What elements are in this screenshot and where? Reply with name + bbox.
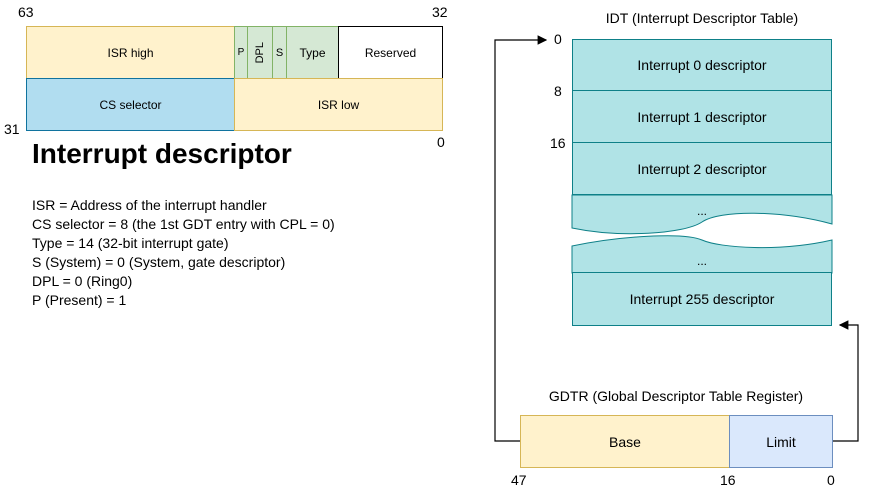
descriptor-title: Interrupt descriptor	[32, 138, 292, 169]
gdtr-limit-field: Limit	[729, 415, 833, 468]
limit-to-idt-end-arrow	[833, 320, 859, 442]
idt-entry: Interrupt 255 descriptor	[572, 272, 832, 326]
gdtr-title: GDTR (Global Descriptor Table Register)	[548, 388, 804, 404]
bit-label-63: 63	[18, 4, 34, 20]
gdtr-base-field: Base	[520, 415, 730, 468]
legend-line-isr: ISR = Address of the interrupt handler	[32, 197, 267, 213]
isr-high-field: ISR high	[26, 26, 235, 79]
bit-label-31: 31	[4, 121, 20, 137]
idt-offset-0: 0	[554, 31, 562, 47]
idt-offset-16: 16	[550, 135, 566, 151]
cs-selector-field: CS selector	[26, 78, 235, 131]
gdtr-bit-0: 0	[827, 472, 835, 488]
idt-entry: Interrupt 1 descriptor	[572, 91, 832, 143]
idt-title: IDT (Interrupt Descriptor Table)	[605, 10, 799, 26]
legend-line-dpl: DPL = 0 (Ring0)	[32, 273, 133, 289]
legend-line-present: P (Present) = 1	[32, 292, 127, 308]
idt-entry: Interrupt 0 descriptor	[572, 39, 832, 91]
gdtr-bit-16: 16	[720, 472, 736, 488]
base-to-idt-arrow	[494, 35, 548, 442]
type-field: Type	[286, 26, 339, 79]
idt-ellipsis-lower: ...	[696, 254, 707, 268]
idt-entry: Interrupt 2 descriptor	[572, 143, 832, 195]
idt-break-upper	[571, 194, 833, 235]
legend-line-system: S (System) = 0 (System, gate descriptor)	[32, 254, 286, 270]
bit-label-0: 0	[437, 134, 445, 150]
bit-label-32: 32	[432, 4, 448, 20]
legend-line-type: Type = 14 (32-bit interrupt gate)	[32, 235, 229, 251]
legend-line-cs-selector: CS selector = 8 (the 1st GDT entry with …	[32, 216, 335, 232]
idt-offset-8: 8	[554, 83, 562, 99]
idt-ellipsis-upper: ...	[696, 204, 707, 218]
isr-low-field: ISR low	[234, 78, 443, 131]
legend: ISR = Address of the interrupt handler C…	[32, 196, 335, 310]
gdtr-bit-47: 47	[511, 472, 527, 488]
idt-break-lower	[571, 235, 833, 274]
